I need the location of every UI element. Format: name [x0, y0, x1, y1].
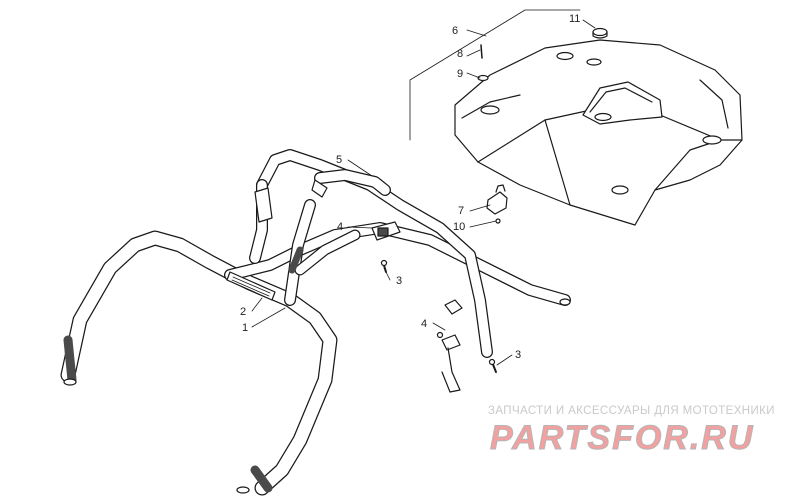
watermark-logo: PARTSFOR.RU — [490, 419, 754, 458]
roof-hardware — [477, 27, 608, 82]
callout-11: 11 — [569, 13, 580, 25]
callout-7: 7 — [458, 205, 464, 217]
mount-bracket — [371, 221, 463, 393]
callout-4-upper: 4 — [337, 221, 343, 233]
grab-bar — [311, 169, 391, 198]
callout-1: 1 — [242, 322, 248, 334]
callout-10: 10 — [453, 221, 465, 233]
roof-panel — [454, 39, 743, 226]
mount-clamp — [486, 184, 508, 224]
callout-8: 8 — [457, 48, 463, 60]
callout-3-lower: 3 — [515, 349, 521, 361]
leader-lines — [251, 9, 596, 366]
callout-labels: 11 6 8 9 5 7 10 4 3 4 3 2 1 — [240, 13, 580, 361]
svg-text:PARTSFOR.RU: PARTSFOR.RU — [490, 419, 754, 457]
belt-buckle — [254, 187, 273, 223]
callout-9: 9 — [457, 68, 463, 80]
watermark-tagline: ЗАПЧАСТИ И АКСЕССУАРЫ ДЛЯ МОТОТЕХНИКИ — [488, 405, 775, 417]
callout-2: 2 — [240, 306, 246, 318]
callout-4-lower: 4 — [421, 318, 427, 330]
callout-6: 6 — [452, 25, 458, 37]
callout-5: 5 — [336, 154, 342, 166]
callout-3-upper: 3 — [396, 275, 402, 287]
